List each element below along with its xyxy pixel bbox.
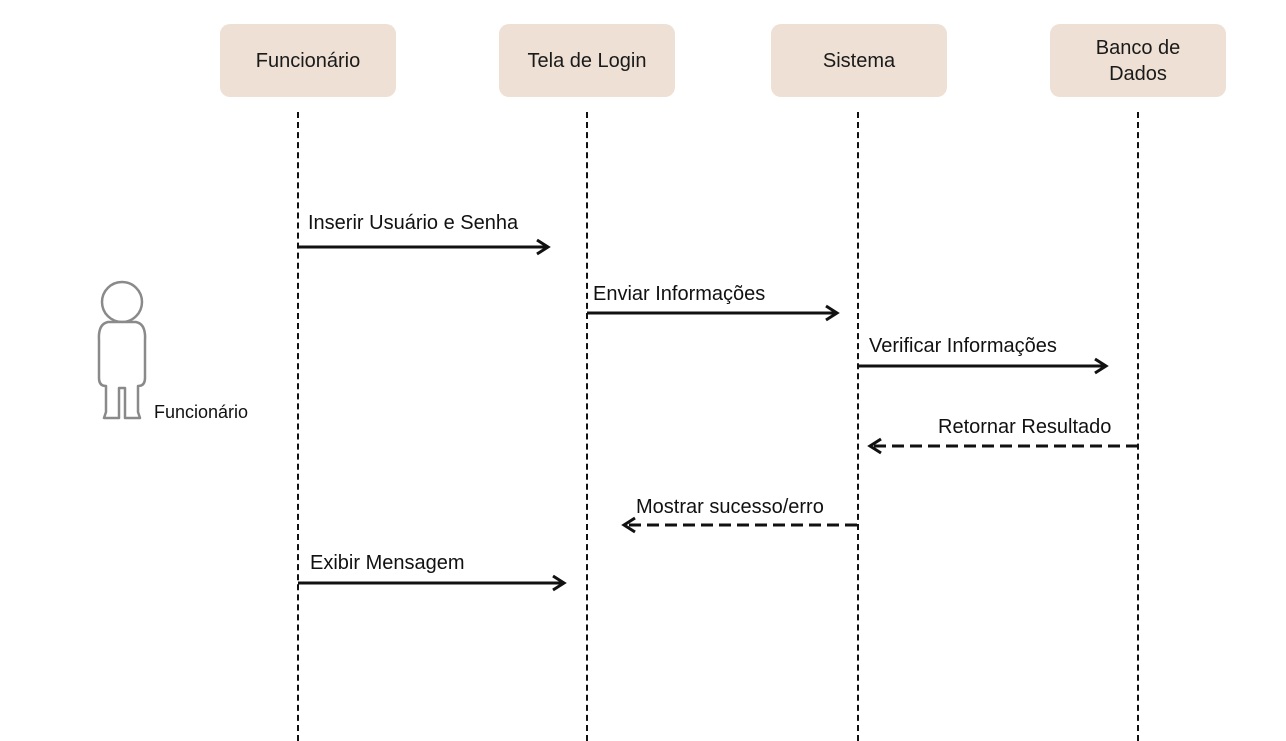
message-arrow bbox=[298, 238, 551, 256]
participant-funcionario: Funcionário bbox=[220, 24, 396, 97]
participant-label: Funcionário bbox=[255, 49, 361, 72]
message-label: Verificar Informações bbox=[869, 335, 1057, 357]
lifeline-tela-de-login bbox=[586, 112, 588, 741]
person-icon bbox=[97, 280, 147, 420]
participant-tela-de-login: Tela de Login bbox=[499, 24, 675, 97]
message-arrow bbox=[858, 357, 1109, 375]
lifeline-sistema bbox=[857, 112, 859, 741]
participant-banco-de-dados: Banco de Dados bbox=[1050, 24, 1226, 97]
message-arrow bbox=[298, 574, 567, 592]
message-label: Inserir Usuário e Senha bbox=[308, 212, 519, 234]
participant-label: Banco de Dados bbox=[1095, 36, 1181, 85]
participant-label: Tela de Login bbox=[527, 49, 647, 72]
message-label: Exibir Mensagem bbox=[310, 552, 465, 574]
message-label: Mostrar sucesso/erro bbox=[636, 496, 824, 518]
message-arrow bbox=[587, 304, 840, 322]
message-arrow bbox=[867, 437, 1138, 455]
participant-label: Sistema bbox=[822, 49, 896, 72]
message-label: Enviar Informações bbox=[593, 283, 766, 305]
actor-label: Funcionário bbox=[154, 402, 249, 422]
participant-sistema: Sistema bbox=[771, 24, 947, 97]
message-arrow bbox=[621, 516, 857, 534]
lifeline-banco-de-dados bbox=[1137, 112, 1139, 741]
lifeline-funcionario bbox=[297, 112, 299, 741]
message-label: Retornar Resultado bbox=[938, 416, 1112, 438]
